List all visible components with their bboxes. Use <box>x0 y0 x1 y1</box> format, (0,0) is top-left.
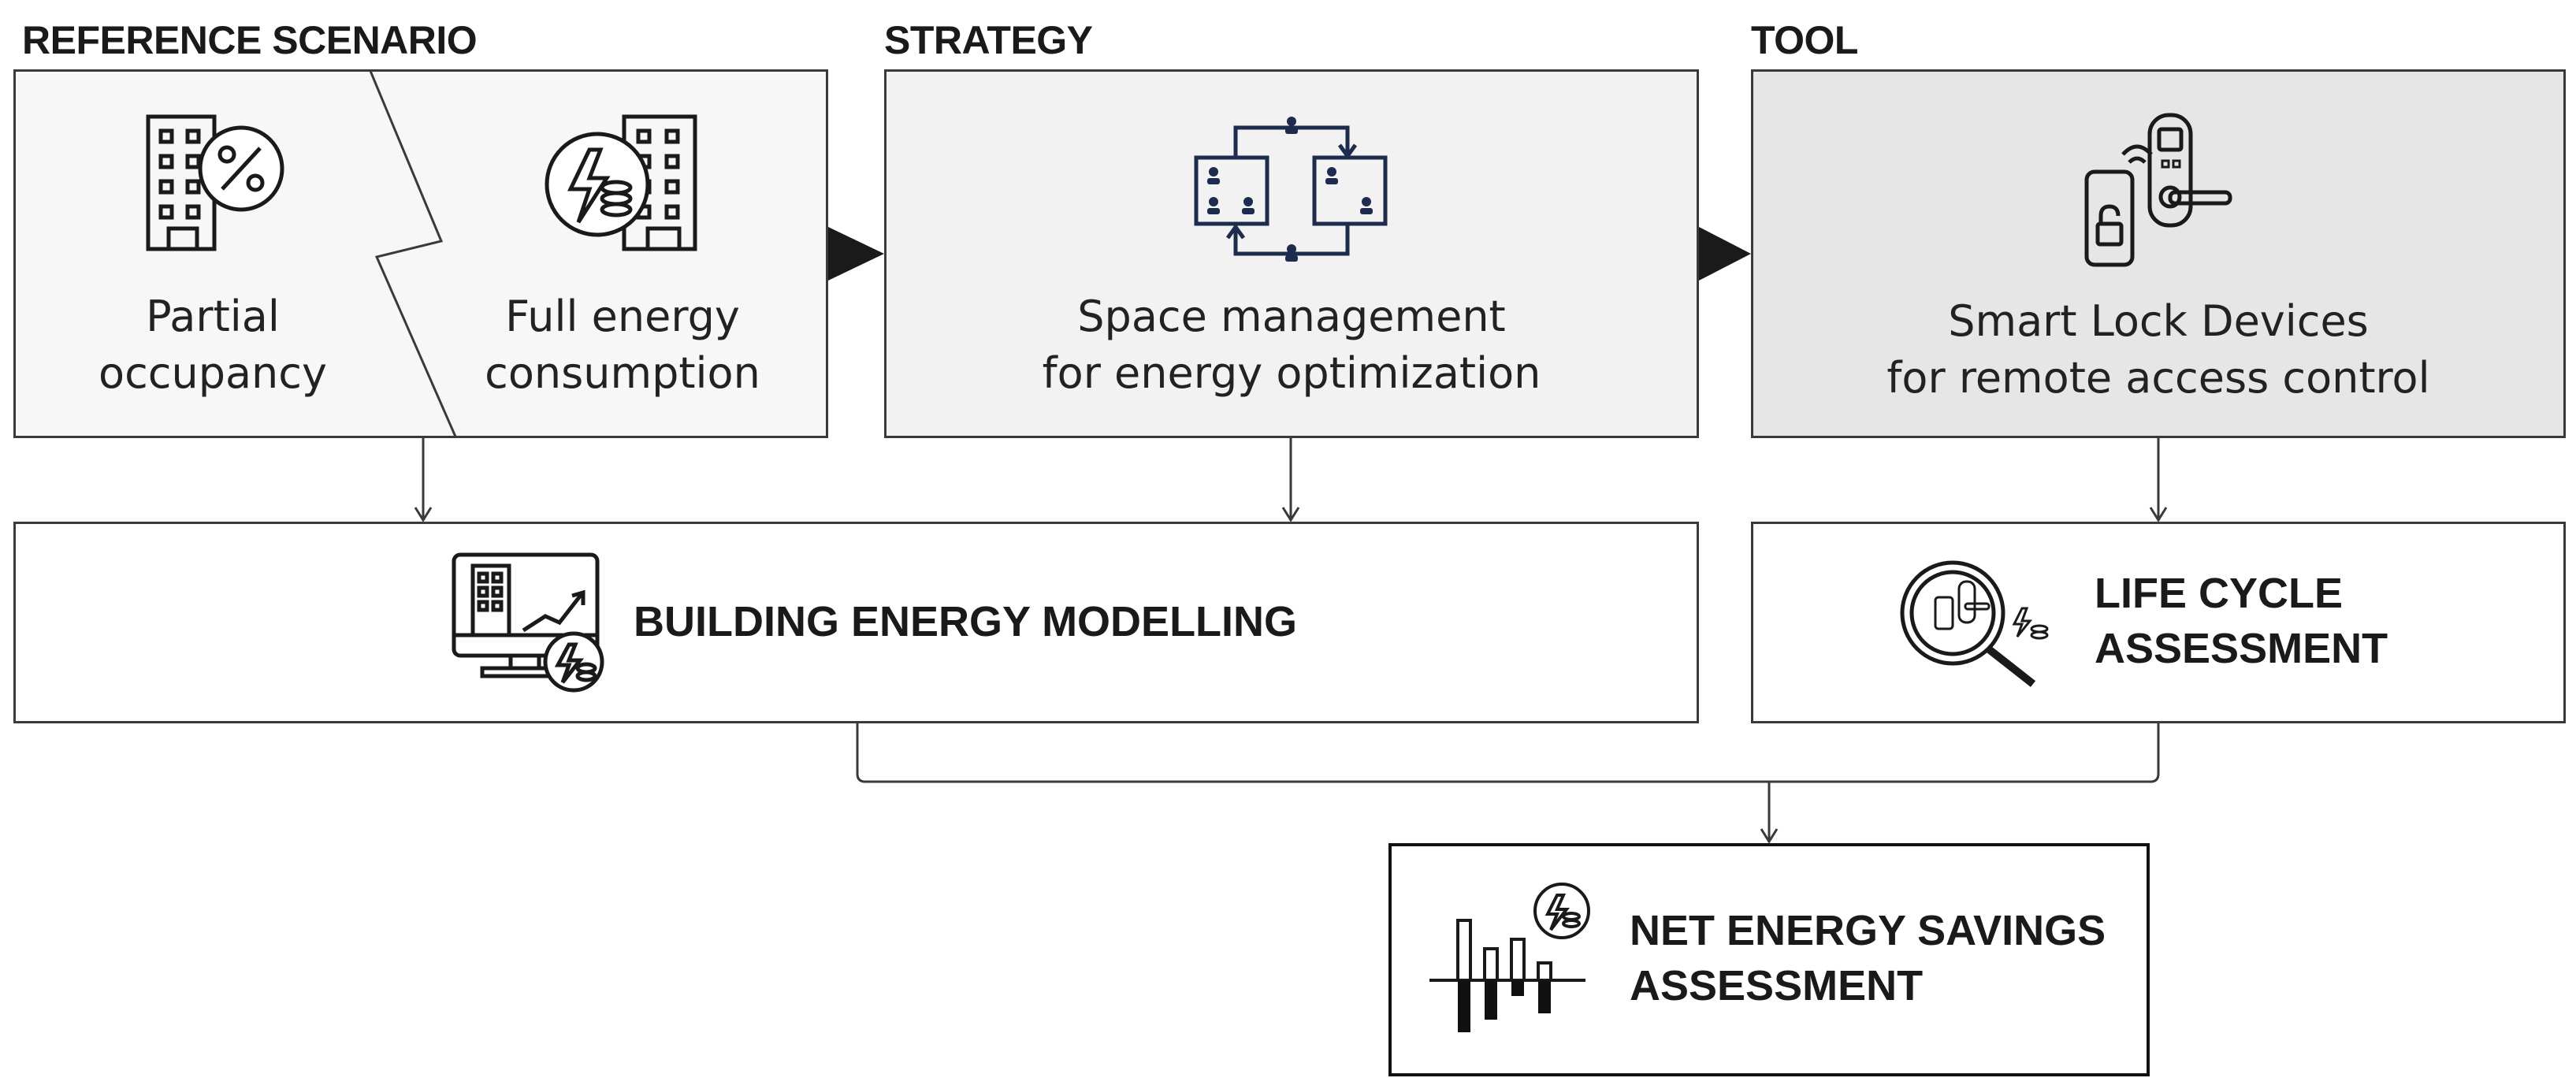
building-percent-icon <box>146 114 284 251</box>
nes-line-2: ASSESSMENT <box>1630 962 1924 1009</box>
reference-right-line-1: Full energy <box>505 292 740 341</box>
net-energy-savings-box <box>1388 843 2150 1076</box>
heading-reference-scenario: REFERENCE SCENARIO <box>22 18 478 62</box>
heading-tool: TOOL <box>1751 18 1858 62</box>
tool-text: Smart Lock Devices for remote access con… <box>1751 293 2566 407</box>
scenario-divider <box>369 70 457 437</box>
reference-left-text: Partial occupancy <box>47 288 378 402</box>
energy-coins-building-icon <box>545 114 697 251</box>
lca-line-1: LIFE CYCLE <box>2095 570 2344 617</box>
arrow-reference-to-bem <box>414 438 433 522</box>
reference-right-line-2: consumption <box>485 348 760 398</box>
reference-left-line-1: Partial <box>146 292 280 341</box>
lca-label: LIFE CYCLE ASSESSMENT <box>2095 566 2388 676</box>
nes-line-1: NET ENERGY SAVINGS <box>1630 907 2106 954</box>
arrow-head-strategy-to-tool <box>1699 227 1751 281</box>
life-cycle-assessment-box <box>1751 522 2566 723</box>
lca-line-2: ASSESSMENT <box>2095 625 2388 672</box>
magnifier-lock-icon <box>1900 560 2049 687</box>
monitor-building-chart-icon <box>452 552 604 693</box>
building-energy-modelling-box <box>13 522 1699 723</box>
nes-label: NET ENERGY SAVINGS ASSESSMENT <box>1630 903 2106 1013</box>
tool-line-2: for remote access control <box>1886 353 2430 403</box>
arrow-tool-to-lca <box>2149 438 2168 522</box>
strategy-line-2: for energy optimization <box>1042 348 1541 398</box>
reference-left-line-2: occupancy <box>99 348 327 398</box>
room-rotation-icon <box>1194 117 1388 262</box>
merge-connector <box>856 723 2160 844</box>
tool-line-1: Smart Lock Devices <box>1948 296 2369 346</box>
bem-label: BUILDING ENERGY MODELLING <box>634 598 1298 645</box>
strategy-text: Space management for energy optimization <box>884 288 1699 402</box>
arrow-strategy-to-bem <box>1281 438 1300 522</box>
smart-lock-phone-icon <box>2084 113 2232 267</box>
arrow-head-reference-to-strategy <box>828 227 884 281</box>
strategy-line-1: Space management <box>1077 292 1506 341</box>
bar-chart-energy-icon <box>1429 883 1590 1032</box>
heading-strategy: STRATEGY <box>884 18 1093 62</box>
reference-right-text: Full energy consumption <box>449 288 796 402</box>
